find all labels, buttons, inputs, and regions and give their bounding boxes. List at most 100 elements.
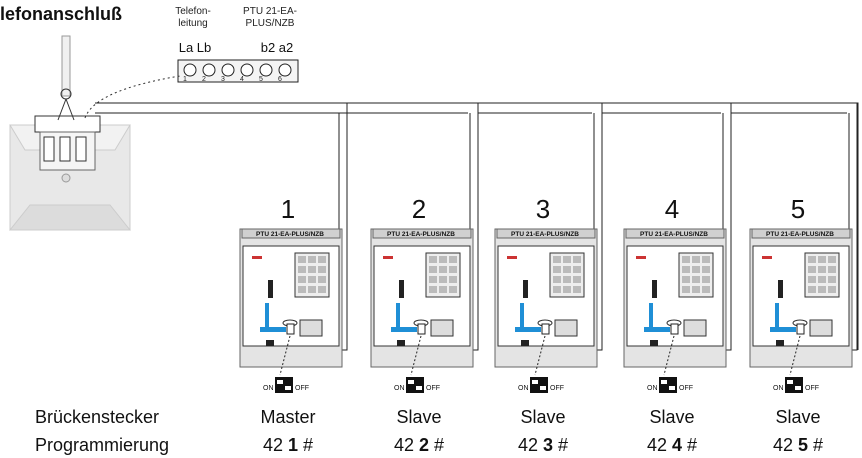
- keypad-key: [298, 256, 306, 263]
- bus-line-a: [95, 102, 859, 350]
- device-header: [372, 228, 472, 239]
- keypad-key: [692, 266, 700, 273]
- terminal-number: 2: [202, 76, 206, 83]
- keypad-key: [818, 256, 826, 263]
- terminal-screw: [202, 63, 216, 77]
- switch-off-label: OFF: [805, 385, 819, 392]
- blue-jumper-vertical: [396, 303, 400, 328]
- terminal-number: 4: [240, 76, 244, 83]
- keypad-key: [553, 266, 561, 273]
- device-number: 5: [791, 194, 805, 224]
- bridge-switch: [406, 377, 424, 393]
- sub-d-connector: [430, 319, 454, 337]
- keypad-key: [573, 266, 581, 273]
- code-suffix: #: [553, 435, 568, 455]
- device-role: Slave: [775, 407, 820, 427]
- programming-code: 42 4 #: [647, 435, 697, 455]
- led-indicator: [252, 256, 262, 259]
- keypad-key: [828, 256, 836, 263]
- switch-slot: [416, 386, 422, 390]
- switch-slot: [795, 386, 801, 390]
- sub-d-connector: [299, 319, 323, 337]
- code-suffix: #: [808, 435, 823, 455]
- keypad-key: [563, 286, 571, 293]
- device-header: [751, 228, 851, 239]
- switch-slot: [661, 380, 667, 384]
- keypad-key: [298, 286, 306, 293]
- keypad-key: [318, 256, 326, 263]
- keypad-key: [429, 256, 437, 263]
- blue-jumper-vertical: [775, 303, 779, 328]
- blue-jumper-vertical: [520, 303, 524, 328]
- keypad-key: [308, 276, 316, 283]
- code-prefix: 42: [773, 435, 798, 455]
- code-digit: 3: [543, 435, 553, 455]
- connector-header: [268, 280, 273, 298]
- device-role: Master: [260, 407, 315, 427]
- device-label: PTU 21-EA-PLUS/NZB: [511, 231, 579, 238]
- bridge-switch: [275, 377, 293, 393]
- dip-block: [521, 340, 529, 346]
- led-indicator: [636, 256, 646, 259]
- connector-header: [523, 280, 528, 298]
- keypad-key: [682, 256, 690, 263]
- sub-d-connector: [809, 319, 833, 337]
- switch-slot: [787, 380, 793, 384]
- device-role: Slave: [520, 407, 565, 427]
- device-label: PTU 21-EA-PLUS/NZB: [640, 231, 708, 238]
- keypad-key: [828, 276, 836, 283]
- bridge-switch: [659, 377, 677, 393]
- keypad-key: [573, 256, 581, 263]
- connector-header: [778, 280, 783, 298]
- keypad-key: [449, 286, 457, 293]
- switch-slot: [277, 380, 283, 384]
- blue-jumper-horizontal: [515, 327, 541, 332]
- switch-slot: [408, 380, 414, 384]
- sub-d-connector: [554, 319, 578, 337]
- led-indicator: [507, 256, 517, 259]
- keypad-key: [828, 266, 836, 273]
- bridge-plug: [286, 323, 295, 335]
- terminal-pins-right: b2 a2: [261, 40, 294, 55]
- connector-header: [652, 280, 657, 298]
- led-indicator: [383, 256, 393, 259]
- code-digit: 5: [798, 435, 808, 455]
- blue-jumper-vertical: [649, 303, 653, 328]
- programming-code: 42 2 #: [394, 435, 444, 455]
- switch-off-label: OFF: [426, 385, 440, 392]
- switch-off-label: OFF: [295, 385, 309, 392]
- keypad-key: [682, 266, 690, 273]
- keypad-key: [702, 286, 710, 293]
- bridge-plug: [541, 323, 550, 335]
- keypad-key: [298, 266, 306, 273]
- switch-off-label: OFF: [550, 385, 564, 392]
- dip-block: [650, 340, 658, 346]
- keypad-key: [808, 276, 816, 283]
- keypad-key: [553, 276, 561, 283]
- device-header: [625, 228, 725, 239]
- keypad-key: [308, 266, 316, 273]
- dip-block: [266, 340, 274, 346]
- switch-slot: [285, 386, 291, 390]
- bridge-switch: [785, 377, 803, 393]
- row-label-bridge: Brückenstecker: [35, 407, 159, 427]
- keypad-key: [449, 266, 457, 273]
- keypad-key: [818, 276, 826, 283]
- device-number: 1: [281, 194, 295, 224]
- terminal-screw: [240, 63, 254, 77]
- device-number: 4: [665, 194, 679, 224]
- keypad-key: [682, 286, 690, 293]
- switch-on-label: ON: [394, 385, 405, 392]
- keypad-key: [808, 256, 816, 263]
- page-title: lefonanschluß: [0, 4, 122, 24]
- blue-jumper-vertical: [265, 303, 269, 328]
- bridge-plug: [670, 323, 679, 335]
- terminal-screw: [259, 63, 273, 77]
- switch-slot: [540, 386, 546, 390]
- switch-on-label: ON: [518, 385, 529, 392]
- code-digit: 1: [288, 435, 298, 455]
- code-digit: 2: [419, 435, 429, 455]
